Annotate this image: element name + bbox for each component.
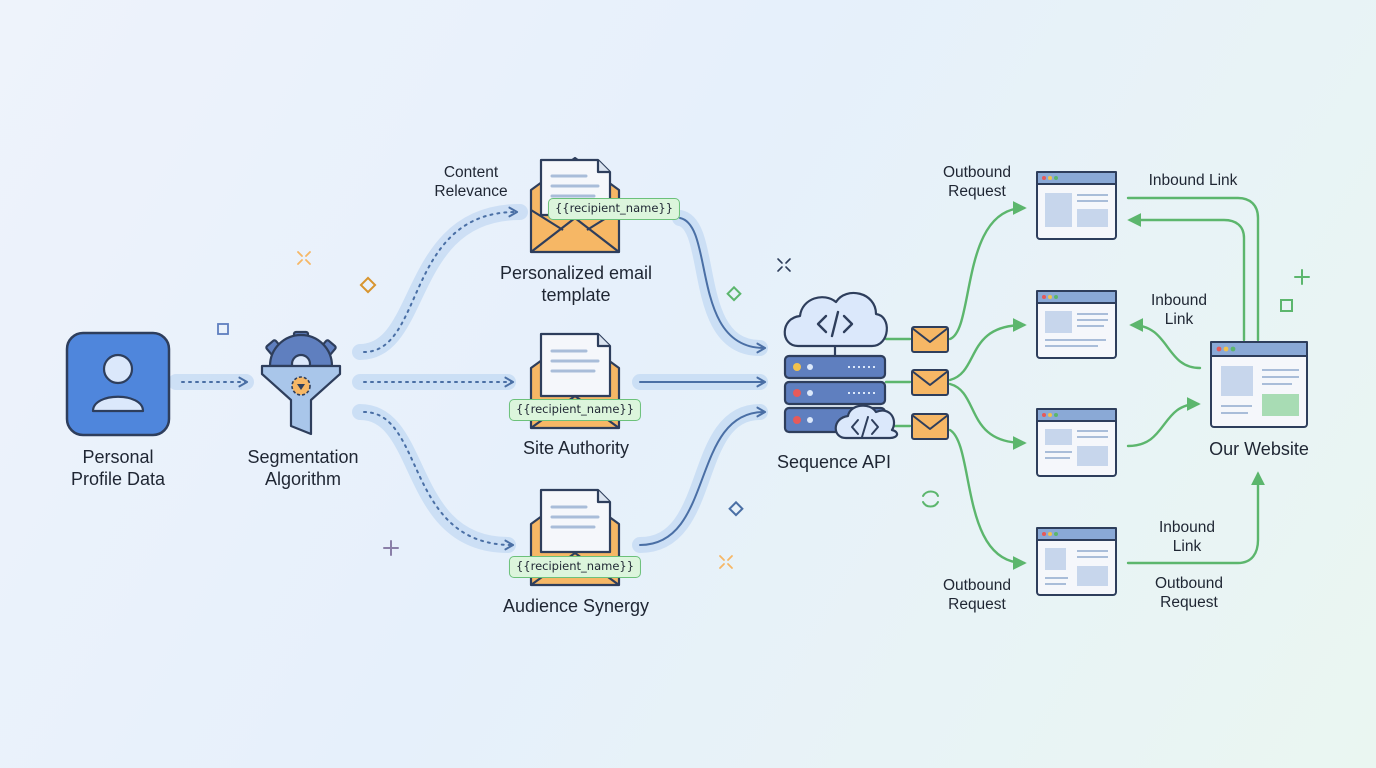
edge-segmentation-to-template — [363, 206, 519, 353]
edge-inbound-mid — [1129, 318, 1202, 370]
content-relevance-label: Content Relevance — [434, 164, 508, 200]
outbound-request-top-label: Outbound Request — [942, 164, 1012, 200]
edge-template-to-api — [679, 217, 767, 354]
outbound-request-bottom-label: Outbound Request — [942, 577, 1012, 613]
decorative-sparkles — [217, 251, 1310, 569]
inbound-link-top-label: Inbound Link — [1148, 172, 1238, 189]
edge-website-to-top — [1126, 196, 1260, 342]
recipient-token-top: {{recipient_name}} — [547, 198, 681, 220]
recipient-token-bottom: {{recipient_name}} — [508, 556, 642, 578]
gear-funnel-icon — [260, 330, 342, 436]
green-flow-lines — [884, 196, 1265, 570]
flow-glow — [168, 204, 768, 553]
edge-inbound-top — [1127, 213, 1246, 342]
cloud-server-icon — [783, 292, 899, 440]
inbound-link-mid-label: Inbound Link — [1150, 292, 1208, 328]
edge-third-to-website — [1126, 397, 1201, 448]
edge-outbound-top — [948, 201, 1027, 341]
site-authority-label: Site Authority — [522, 438, 630, 458]
edge-audience-to-api — [639, 406, 767, 546]
edge-outbound-third — [948, 382, 1027, 450]
browser-window-icon — [1036, 171, 1308, 596]
recipient-token-middle: {{recipient_name}} — [508, 399, 642, 421]
user-icon — [65, 331, 171, 437]
edge-bottom-to-website — [1126, 471, 1265, 565]
personal-profile-label: Personal Profile Data — [70, 447, 166, 489]
edge-segmentation-to-audience — [363, 411, 515, 551]
segmentation-label: Segmentation Algorithm — [247, 447, 359, 489]
envelope-document-icon — [529, 156, 621, 587]
audience-synergy-label: Audience Synergy — [502, 596, 650, 616]
edge-outbound-mid — [948, 318, 1027, 382]
our-website-label: Our Website — [1209, 439, 1309, 459]
mail-icon — [911, 326, 949, 440]
blue-flow-lines — [181, 206, 767, 551]
email-template-label: Personalized email template — [499, 263, 653, 305]
sequence-api-label: Sequence API — [776, 452, 892, 472]
outbound-request-bottom-right-label: Outbound Request — [1154, 575, 1224, 611]
edge-outbound-bottom — [948, 428, 1027, 570]
inbound-link-bottom-label: Inbound Link — [1158, 519, 1216, 555]
